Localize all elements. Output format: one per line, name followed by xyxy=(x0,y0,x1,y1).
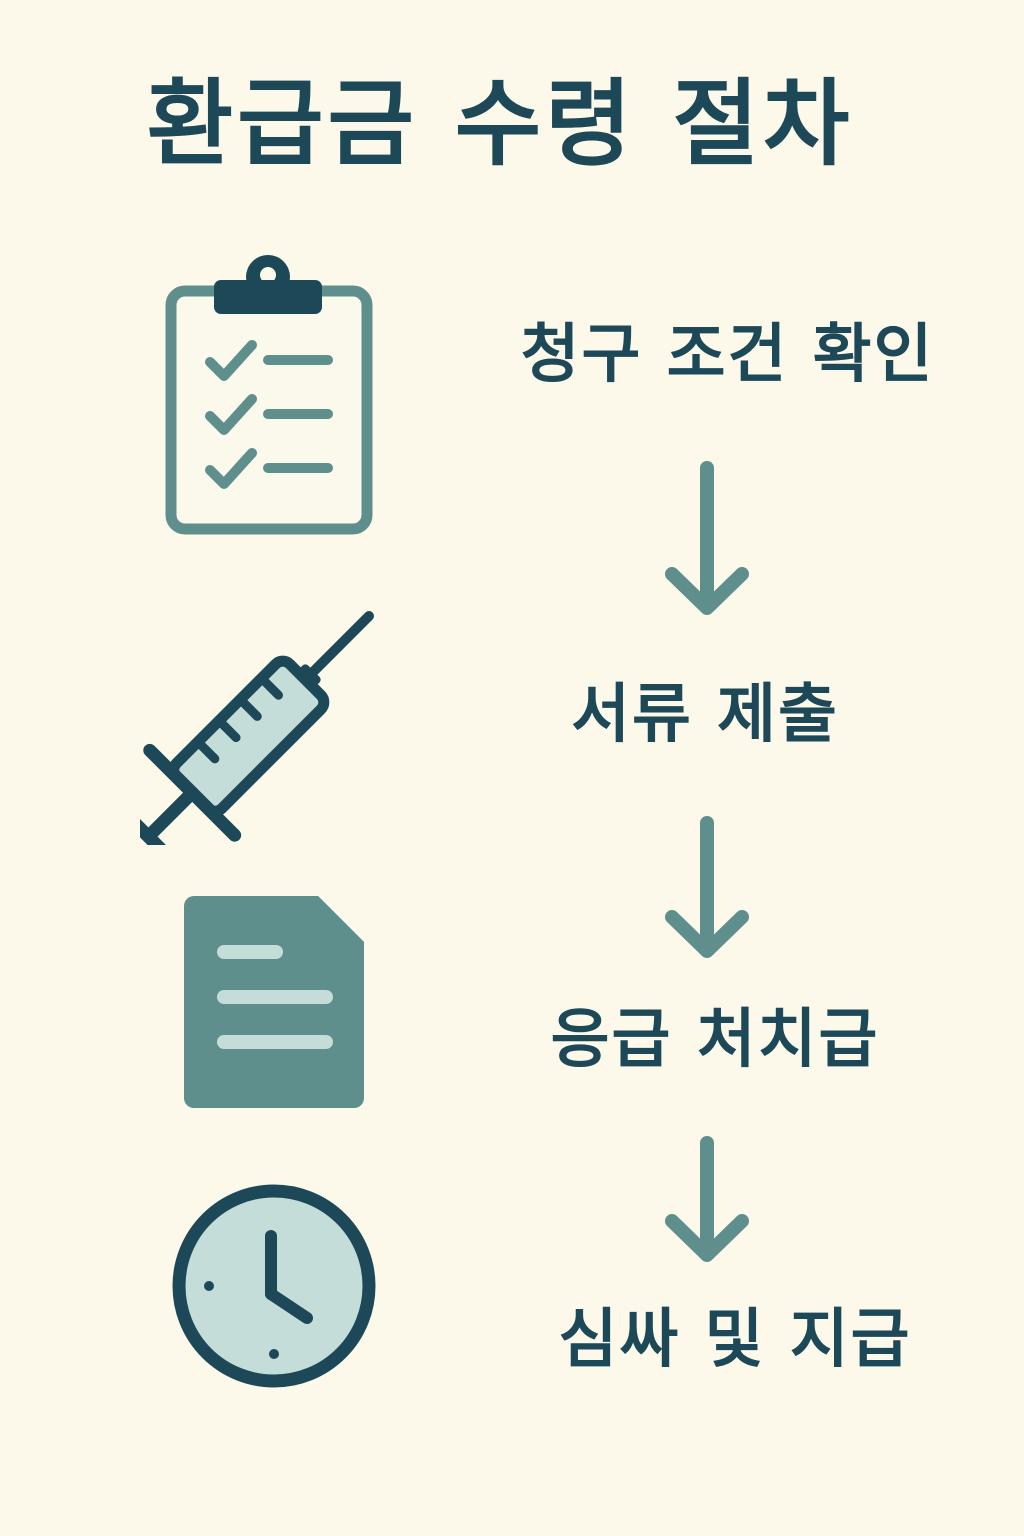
step-label-4: 심싸 및 지급 xyxy=(558,1303,912,1377)
down-arrow-3 xyxy=(662,1135,752,1295)
page-title: 환급금 수령 절차 xyxy=(146,70,854,179)
down-arrow-1 xyxy=(662,460,752,620)
document-icon xyxy=(180,890,370,1115)
clipboard-checklist-icon xyxy=(160,250,380,540)
step-label-3: 응급 처치급 xyxy=(550,1003,880,1077)
step-label-2: 서류 제출 xyxy=(571,678,839,752)
syringe-icon xyxy=(140,585,400,845)
down-arrow-2 xyxy=(662,815,752,975)
clock-icon xyxy=(168,1180,380,1392)
step-label-1: 청구 조건 확인 xyxy=(520,318,935,392)
